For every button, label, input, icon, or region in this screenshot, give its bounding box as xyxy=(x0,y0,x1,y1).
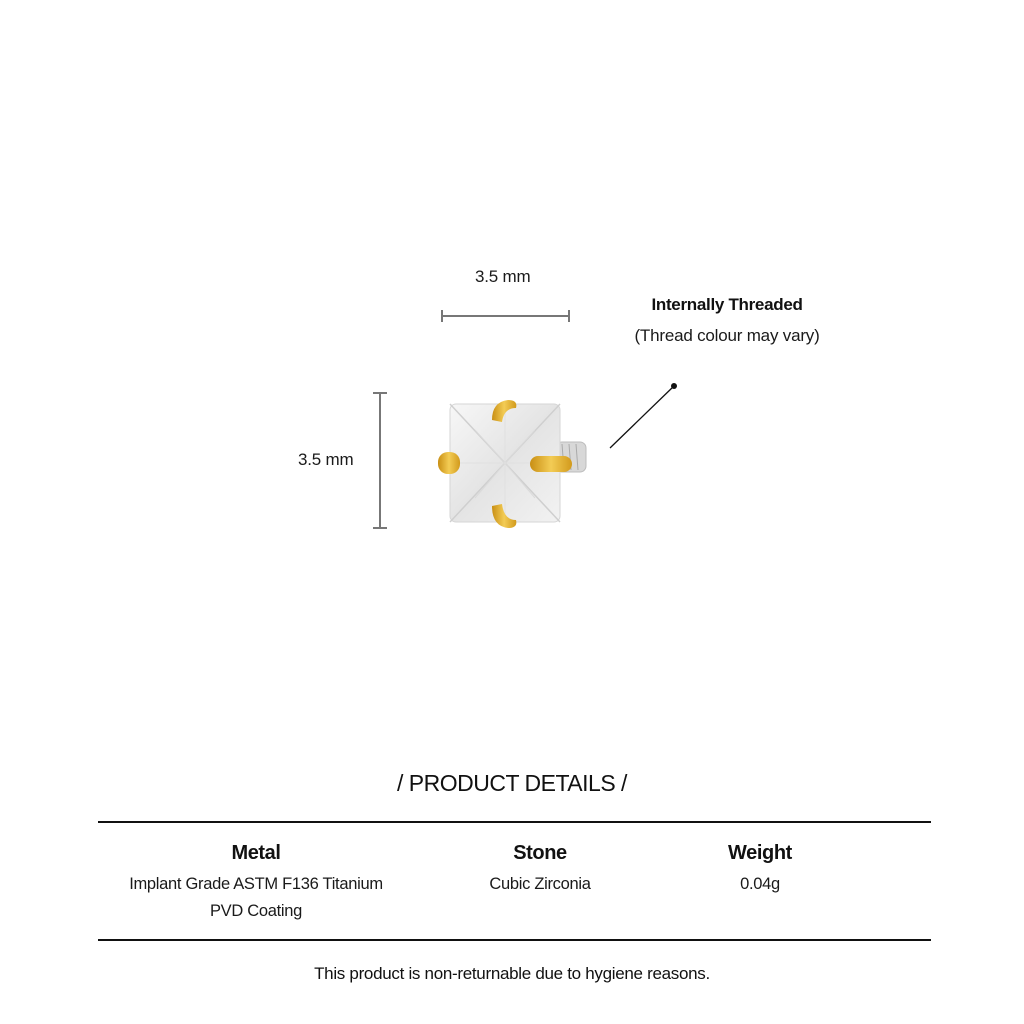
detail-value: Implant Grade ASTM F136 Titanium xyxy=(129,875,383,893)
detail-column-metal: Metal Implant Grade ASTM F136 Titanium P… xyxy=(100,842,412,925)
detail-column-weight: Weight 0.04g xyxy=(680,842,840,898)
product-details-heading: / PRODUCT DETAILS / xyxy=(397,770,627,796)
returns-policy-note: This product is non-returnable due to hy… xyxy=(314,964,710,983)
height-dimension-label: 3.5 mm xyxy=(298,450,354,469)
detail-heading: Metal xyxy=(231,842,281,864)
width-dimension-label: 3.5 mm xyxy=(475,267,531,286)
product-image-princess-cut-stud xyxy=(430,390,610,540)
callout-title: Internally Threaded xyxy=(651,295,803,314)
callout-subtitle: (Thread colour may vary) xyxy=(634,326,820,345)
detail-column-stone: Stone Cubic Zirconia xyxy=(440,842,640,898)
detail-value: 0.04g xyxy=(740,875,780,893)
bottom-divider xyxy=(98,939,931,941)
callout-leader-line xyxy=(605,380,680,452)
detail-value: PVD Coating xyxy=(209,902,303,920)
detail-value: Cubic Zirconia xyxy=(489,875,591,893)
detail-heading: Stone xyxy=(513,842,567,864)
top-divider xyxy=(98,821,931,823)
detail-heading: Weight xyxy=(728,842,792,864)
